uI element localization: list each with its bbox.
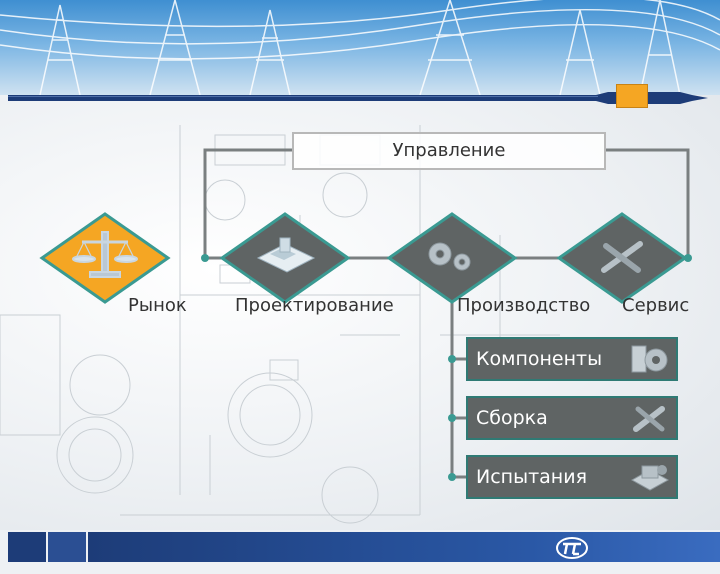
test-equipment-icon [630,465,670,491]
connector-node [448,473,456,481]
footer-bar-graphic [8,532,720,562]
connector-node [684,254,692,262]
sub-item-assembly-label: Сборка [476,407,548,429]
stage-production-label: Производство [457,295,591,316]
management-label: Управление [392,140,506,161]
management-box[interactable]: Управление [292,132,606,170]
connector-node [448,414,456,422]
connector-node [448,355,456,363]
wrench-icon [633,406,665,432]
connector-node [201,254,209,262]
gears-icon [428,242,471,271]
sub-item-components[interactable]: Компоненты [466,337,678,381]
sub-item-testing-label: Испытания [476,466,587,488]
stage-market-diamond[interactable] [39,212,171,304]
scales-icon [72,231,138,278]
stage-design-diamond[interactable] [219,212,351,304]
stage-design-label: Проектирование [235,295,394,316]
company-logo-icon [556,537,588,559]
header-photo-background [0,0,720,95]
sub-item-testing[interactable]: Испытания [466,455,678,499]
sub-item-assembly[interactable]: Сборка [466,396,678,440]
sub-item-components-label: Компоненты [476,348,603,370]
stage-production-diamond[interactable] [386,212,518,304]
footer-bar [0,530,720,570]
gear-parts-icon [631,345,668,373]
blueprint-icon [256,237,316,273]
connector-management-loop [203,148,690,258]
header-accent-block [616,84,648,108]
stage-market-label: Рынок [128,295,187,316]
wrench-icon [601,241,643,273]
stage-service-diamond[interactable] [556,212,688,304]
power-lines-illustration [0,0,720,95]
stage-service-label: Сервис [622,295,690,316]
